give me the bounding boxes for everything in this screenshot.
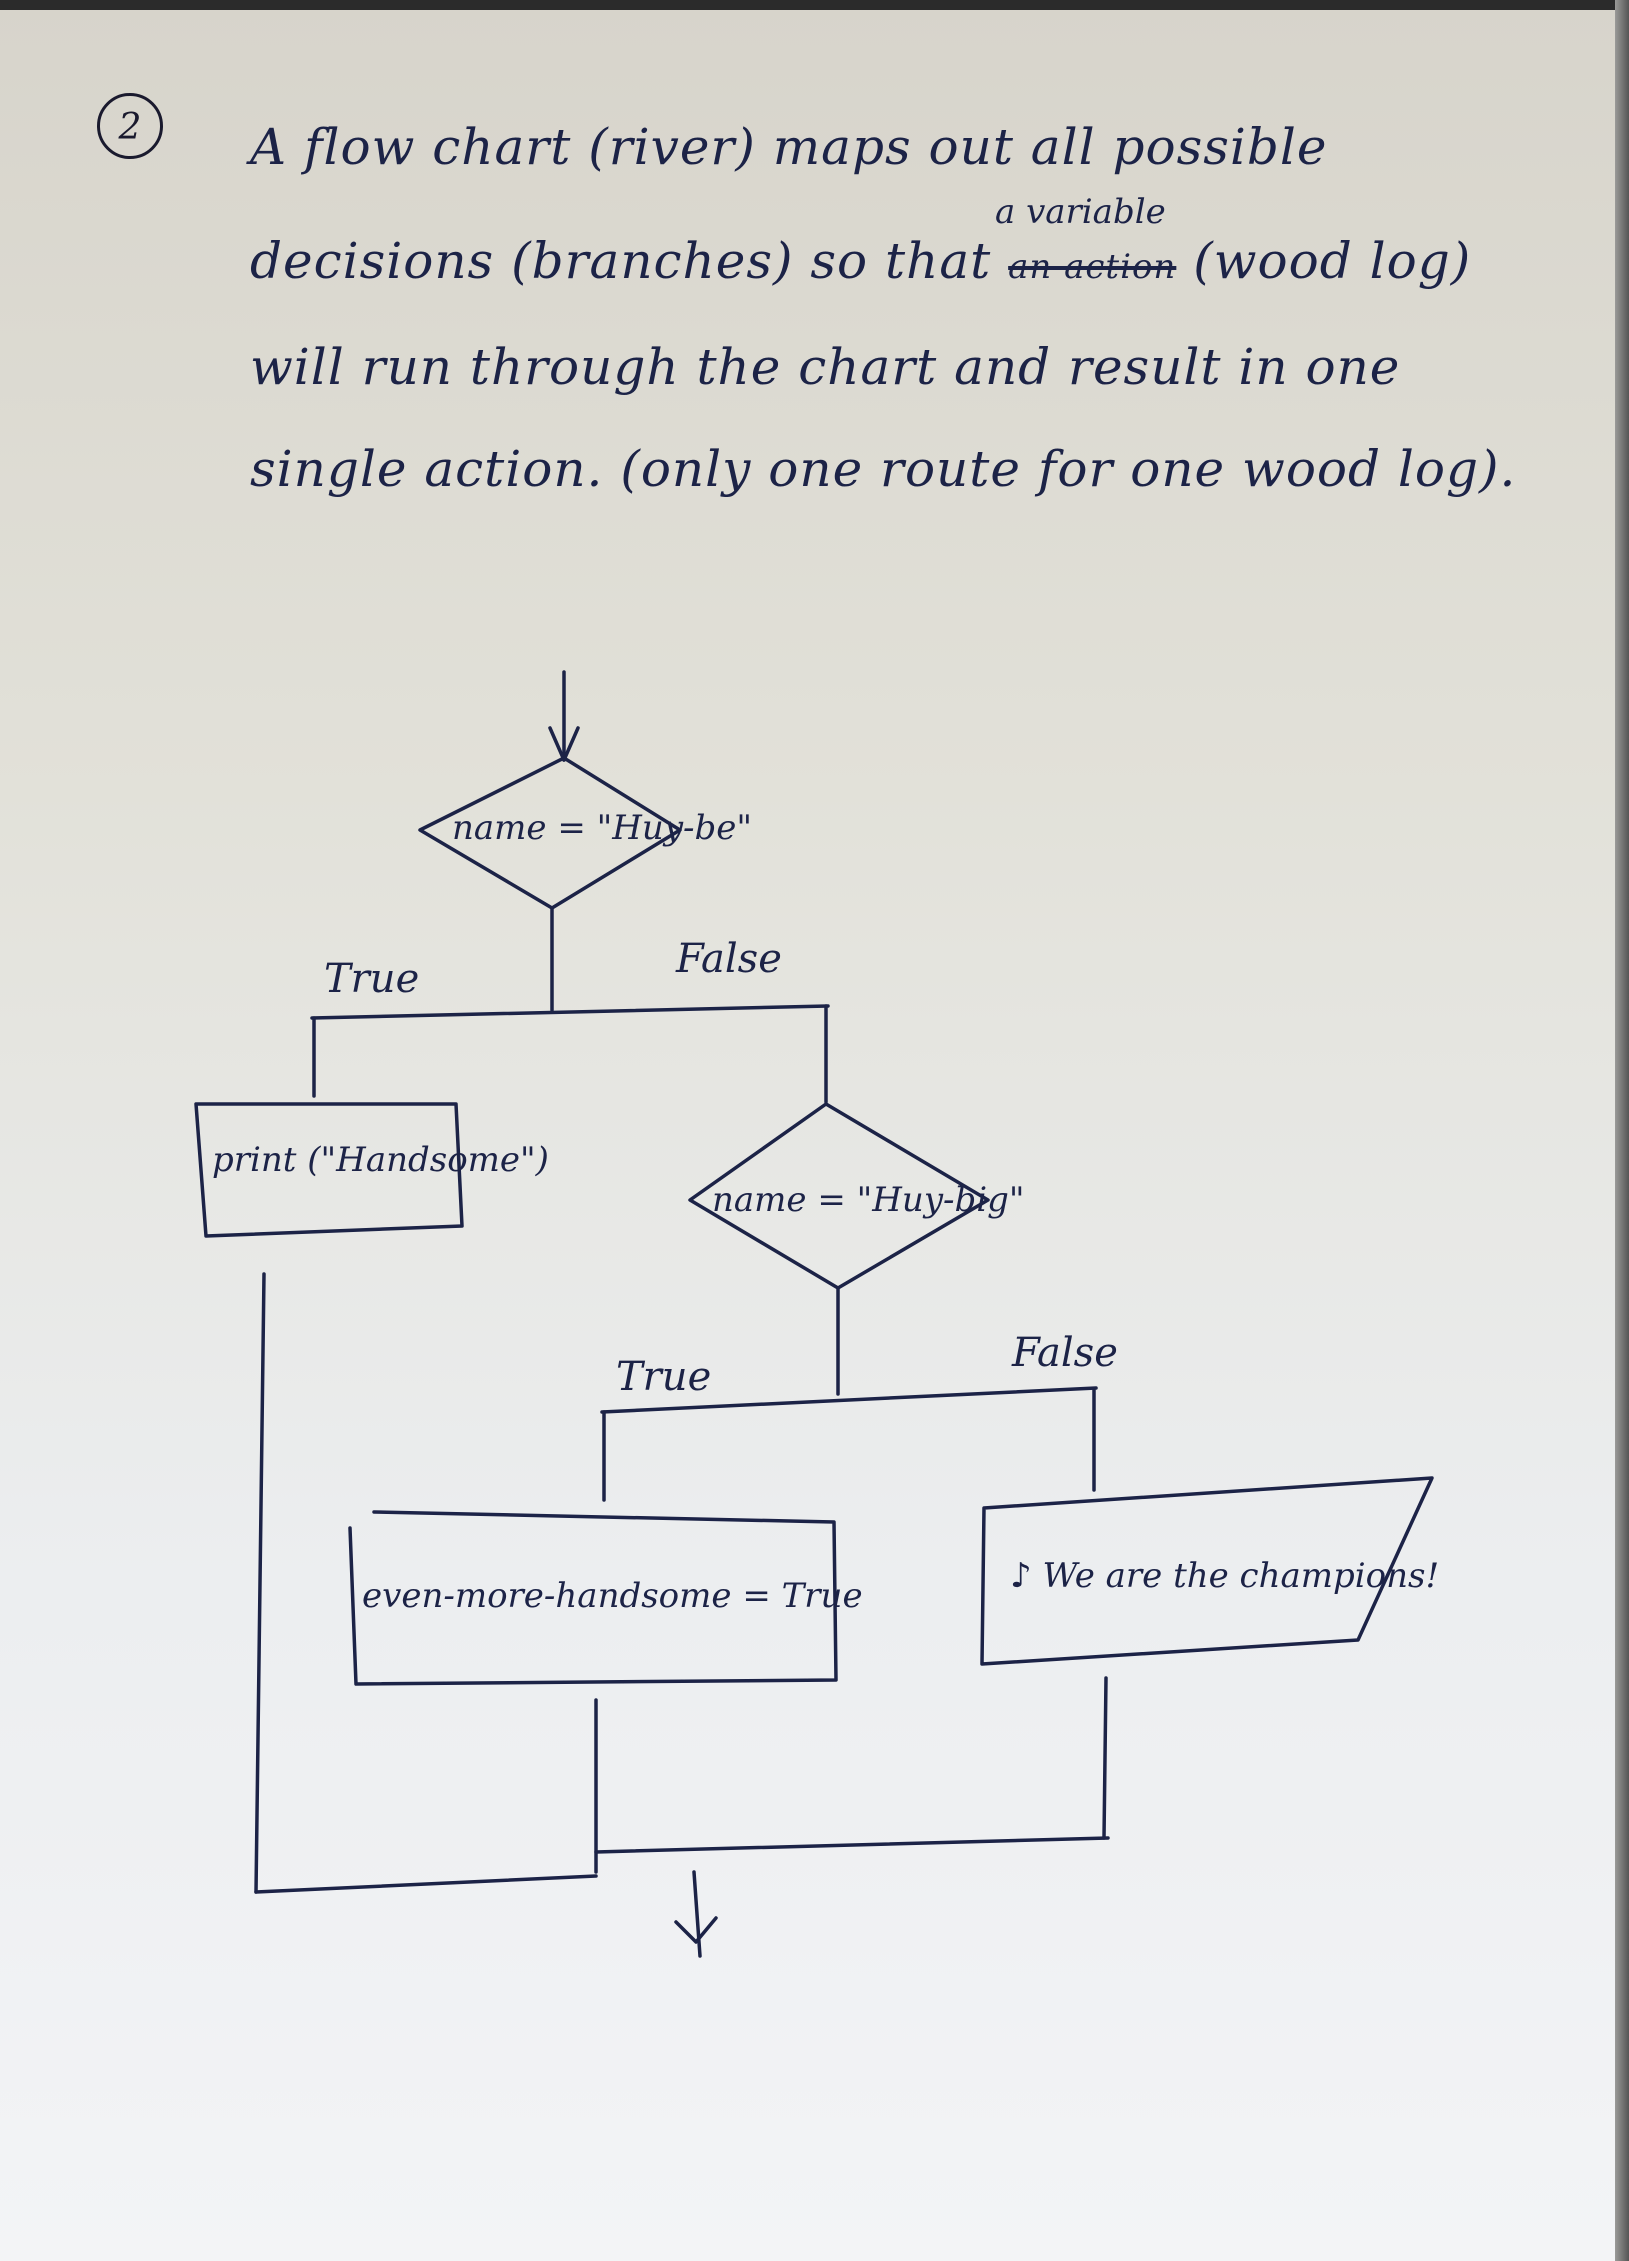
action-2-box (348, 1510, 838, 1686)
merge-bar-left (254, 1874, 598, 1894)
paragraph-line-2-start: decisions (branches) so that (250, 232, 992, 290)
decision-2-false-label: False (1012, 1330, 1118, 1376)
decision-2-true-label: True (616, 1354, 712, 1400)
paragraph-line-4: single action. (only one route for one w… (250, 440, 1517, 498)
question-number: 2 (97, 93, 163, 159)
action-3-text: We are the champions! (1042, 1556, 1440, 1596)
paragraph-line-3: will run through the chart and result in… (250, 338, 1401, 396)
exit-arrow-head (674, 1916, 718, 1944)
action-1-box (194, 1102, 464, 1238)
action-2-label: even-more-handsome = True (362, 1576, 863, 1616)
merge-bar-right (594, 1836, 1110, 1854)
action-1-label: print ("Handsome") (212, 1140, 549, 1180)
decision-1-false-label: False (676, 936, 782, 982)
decision-1-label: name = "Huy-be" (452, 808, 753, 848)
decision-1-true-label: True (324, 956, 420, 1002)
background-edge (0, 0, 1629, 10)
decision-2-label: name = "Huy-big" (712, 1180, 1025, 1220)
paragraph-line-1: A flow chart (river) maps out all possib… (250, 118, 1328, 176)
decision-2-branch-bar (600, 1386, 1098, 1414)
decision-1-branch-bar (310, 1004, 830, 1020)
music-note-icon: ♪ (1010, 1556, 1032, 1596)
paragraph-line-2: decisions (branches) so that an action (… (250, 232, 1471, 290)
crossed-out-text: an action (1008, 247, 1177, 287)
action-3-label: ♪ We are the champions! (1010, 1556, 1439, 1596)
exit-arrow (692, 1870, 702, 1958)
action-1-out-line (254, 1272, 266, 1894)
action-3-out-line (1102, 1676, 1108, 1840)
insert-above-text: a variable (995, 192, 1166, 232)
paragraph-line-2-end: (wood log) (1193, 232, 1472, 290)
background-edge-right (1615, 0, 1629, 2261)
action-3-box (980, 1476, 1434, 1666)
